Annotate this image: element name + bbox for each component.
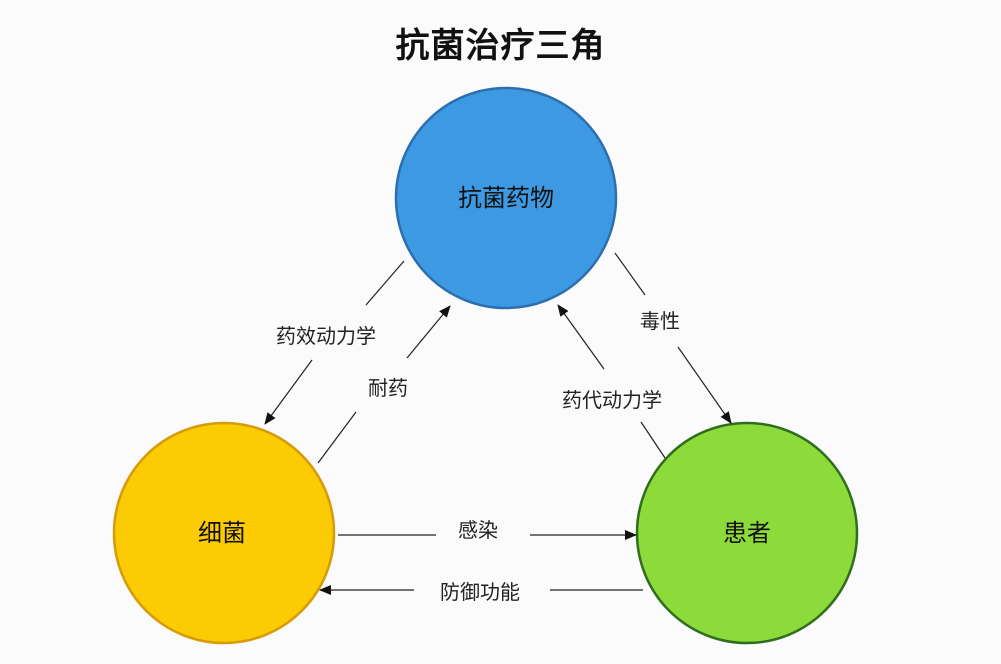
edge-pharmacodynamics-arrow bbox=[264, 359, 313, 425]
node-patient-label: 患者 bbox=[723, 519, 771, 547]
edge-resistance-arrow bbox=[406, 305, 451, 359]
edge-defense: 防御功能 bbox=[319, 580, 643, 604]
edge-defense-label: 防御功能 bbox=[440, 580, 520, 604]
node-antibacterial-drug-circle bbox=[394, 86, 618, 310]
edge-toxicity-label: 毒性 bbox=[640, 309, 680, 333]
edge-infection-label: 感染 bbox=[458, 518, 498, 542]
edge-pharmacokinetics-line-lower bbox=[640, 421, 666, 459]
node-patient: 患者 bbox=[635, 421, 859, 645]
edge-pharmacokinetics: 药代动力学 bbox=[557, 304, 666, 459]
node-bacteria-circle bbox=[112, 421, 336, 645]
node-bacteria: 细菌 bbox=[112, 421, 336, 645]
edge-pharmacodynamics-label: 药效动力学 bbox=[276, 324, 376, 348]
edge-toxicity-line-upper bbox=[614, 252, 646, 296]
edge-resistance-line-lower bbox=[317, 411, 357, 464]
edge-resistance-label: 耐药 bbox=[368, 376, 408, 400]
edge-pharmacokinetics-arrow bbox=[557, 304, 605, 370]
diagram-title: 抗菌治疗三角 bbox=[395, 26, 606, 66]
edge-resistance: 耐药 bbox=[317, 305, 451, 464]
edge-toxicity: 毒性 bbox=[614, 252, 732, 424]
node-patient-circle bbox=[635, 421, 859, 645]
node-antibacterial-drug-label: 抗菌药物 bbox=[458, 184, 554, 212]
edge-pharmacodynamics: 药效动力学 bbox=[264, 260, 405, 425]
node-antibacterial-drug: 抗菌药物 bbox=[394, 86, 618, 310]
node-bacteria-label: 细菌 bbox=[198, 519, 246, 547]
edge-infection: 感染 bbox=[338, 518, 637, 542]
edge-pharmacokinetics-label: 药代动力学 bbox=[562, 388, 662, 412]
edge-pharmacodynamics-line-upper bbox=[365, 260, 405, 306]
edge-toxicity-arrow bbox=[677, 346, 732, 424]
